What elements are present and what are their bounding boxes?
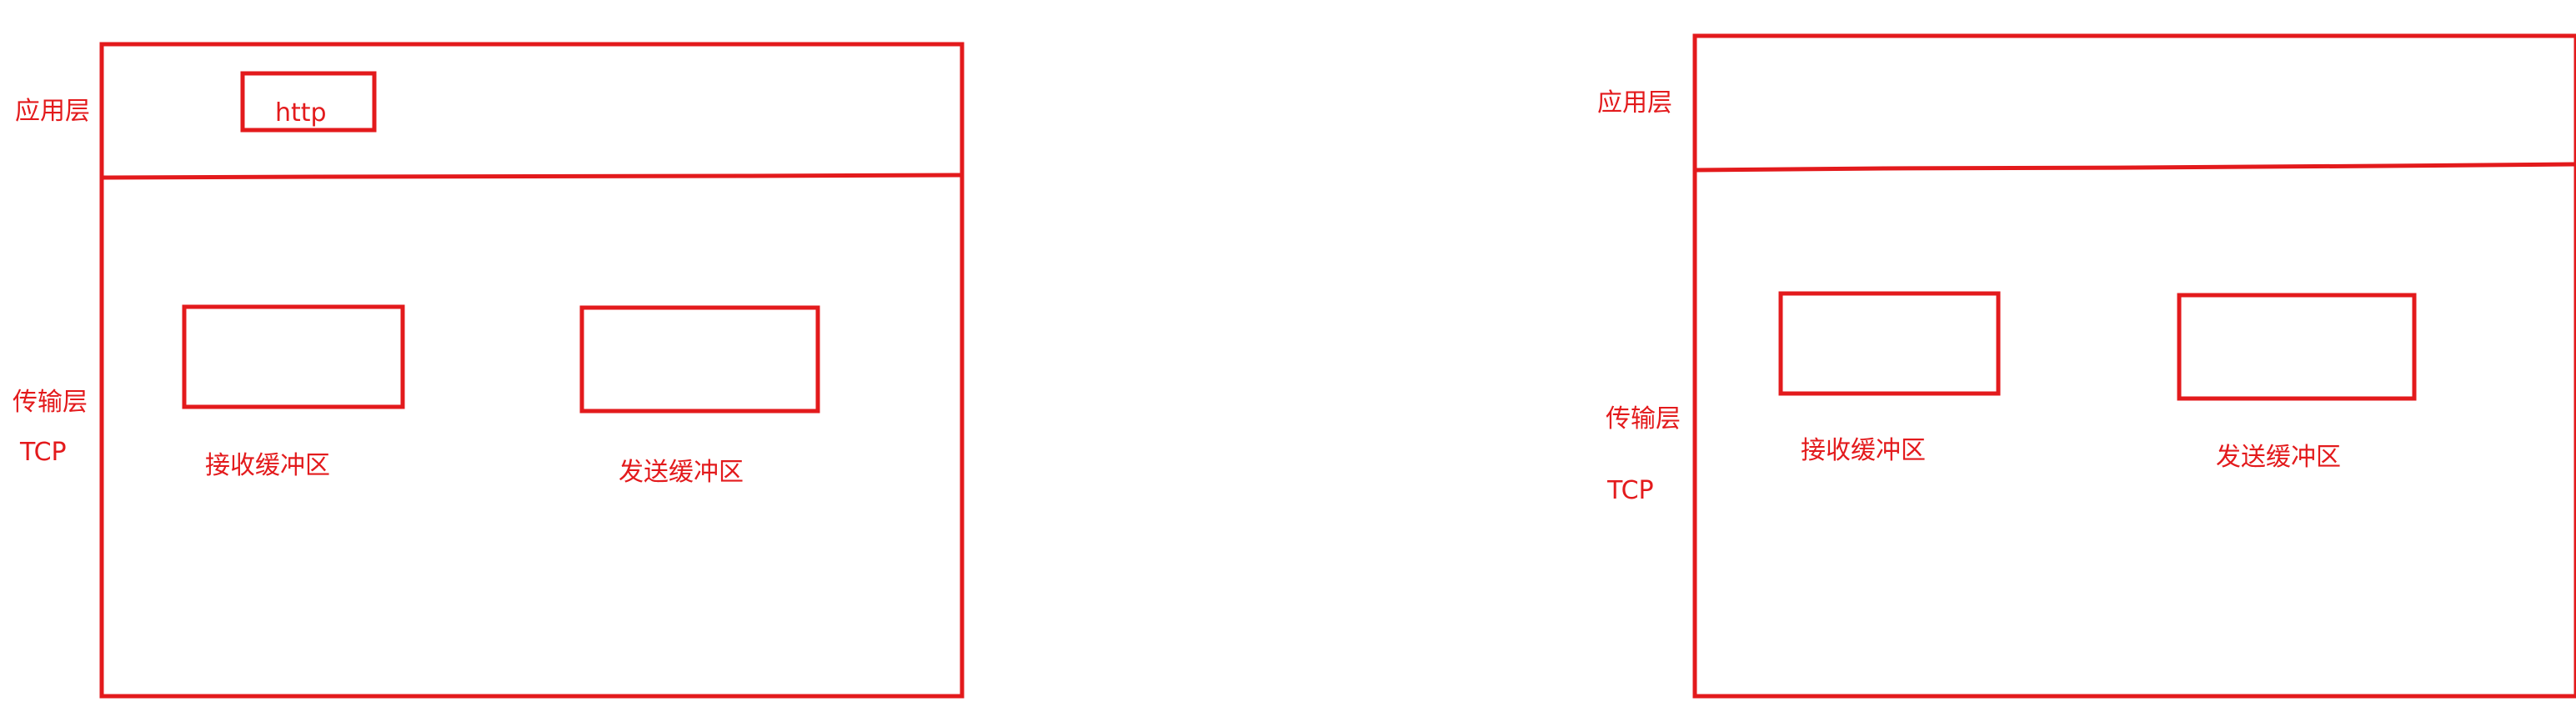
left-layer-divider xyxy=(101,173,963,180)
left-receive-buffer-box xyxy=(182,304,405,409)
right-host-outer-box xyxy=(1692,33,2576,699)
right-receive-buffer-box xyxy=(1778,291,2001,396)
right-receive-buffer-label: 接收缓冲区 xyxy=(1801,436,1926,465)
left-receive-buffer-label: 接收缓冲区 xyxy=(205,451,330,480)
left-application-layer-label: 应用层 xyxy=(15,97,90,126)
left-transport-layer-label: 传输层 xyxy=(13,388,88,417)
left-http-label: http xyxy=(275,98,327,128)
right-send-buffer-label: 发送缓冲区 xyxy=(2216,443,2341,472)
left-http-box xyxy=(240,71,377,133)
left-host: 应用层 http 传输层 TCP 接收缓冲区 发送缓冲区 xyxy=(13,42,965,699)
right-tcp-label: TCP xyxy=(1606,476,1654,505)
left-host-outer-box xyxy=(99,42,965,699)
right-layer-divider xyxy=(1694,162,2575,173)
left-tcp-label: TCP xyxy=(19,438,67,467)
left-send-buffer-label: 发送缓冲区 xyxy=(619,458,744,487)
right-transport-layer-label: 传输层 xyxy=(1606,404,1681,434)
right-host: 应用层 传输层 TCP 接收缓冲区 发送缓冲区 xyxy=(1597,33,2576,699)
right-send-buffer-box xyxy=(2177,293,2417,401)
left-send-buffer-box xyxy=(579,305,820,414)
right-application-layer-label: 应用层 xyxy=(1597,88,1672,118)
